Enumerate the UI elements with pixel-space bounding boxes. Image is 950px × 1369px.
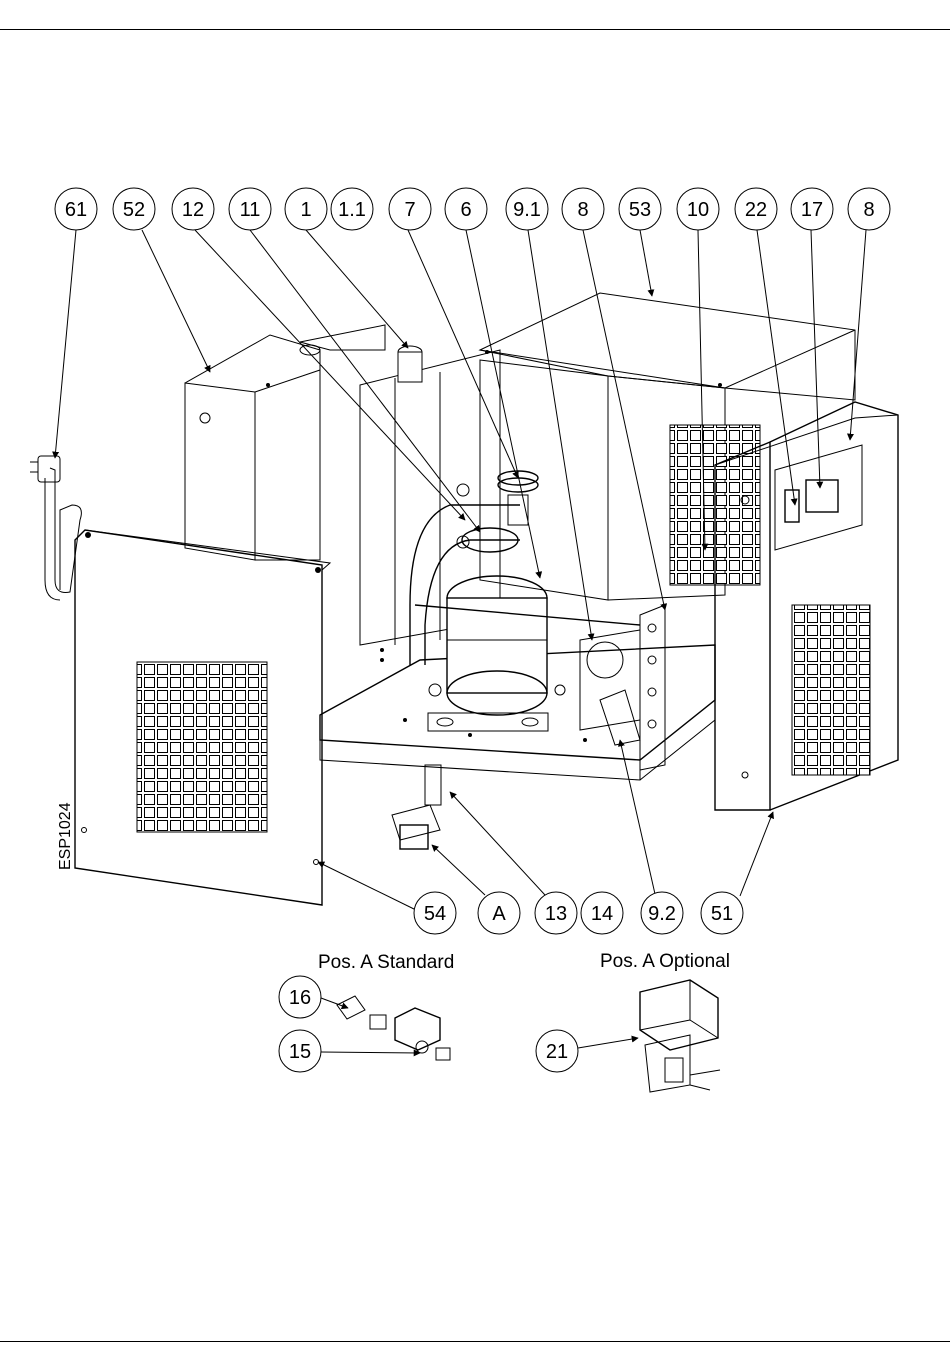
callout-22: 22 xyxy=(735,188,777,230)
callout-17: 17 xyxy=(791,188,833,230)
callout-6: 6 xyxy=(445,188,487,230)
callout-15: 15 xyxy=(279,1030,321,1072)
condenser-fan xyxy=(580,605,665,770)
callout-8-b: 8 xyxy=(848,188,890,230)
svg-text:17: 17 xyxy=(801,199,823,221)
callout-21: 21 xyxy=(536,1030,578,1072)
svg-text:22: 22 xyxy=(745,199,767,221)
svg-text:9.1: 9.1 xyxy=(513,199,541,221)
svg-text:13: 13 xyxy=(545,903,567,925)
callout-9-2: 9.2 xyxy=(641,892,683,934)
svg-text:15: 15 xyxy=(289,1041,311,1063)
svg-text:11: 11 xyxy=(240,199,261,221)
svg-text:A: A xyxy=(492,903,506,925)
svg-text:12: 12 xyxy=(182,199,204,221)
svg-text:8: 8 xyxy=(577,199,588,221)
callout-7: 7 xyxy=(389,188,431,230)
caption-standard: Pos. A Standard xyxy=(318,952,454,973)
compressor xyxy=(428,576,548,731)
svg-text:6: 6 xyxy=(460,199,471,221)
svg-text:10: 10 xyxy=(687,199,709,221)
side-panel-left xyxy=(75,530,330,905)
top-cover xyxy=(480,293,855,400)
svg-text:51: 51 xyxy=(711,903,733,925)
callout-51: 51 xyxy=(701,892,743,934)
optional-drain-detail xyxy=(640,980,720,1092)
drain-valve xyxy=(392,765,441,849)
rear-panel xyxy=(185,325,385,560)
svg-text:52: 52 xyxy=(123,199,145,221)
callout-54: 54 xyxy=(414,892,456,934)
callout-1-1: 1.1 xyxy=(331,188,373,230)
svg-text:14: 14 xyxy=(591,903,613,925)
drawing-id: ESP1024 xyxy=(57,802,74,870)
callout-1: 1 xyxy=(285,188,327,230)
svg-text:7: 7 xyxy=(404,199,415,221)
cabinet-back-wall xyxy=(480,360,760,600)
svg-text:16: 16 xyxy=(289,987,311,1009)
callout-52: 52 xyxy=(113,188,155,230)
callout-16: 16 xyxy=(279,976,321,1018)
svg-text:21: 21 xyxy=(546,1041,568,1063)
svg-text:1: 1 xyxy=(300,199,311,221)
standard-solenoid-detail xyxy=(337,996,450,1060)
callout-11: 11 xyxy=(229,188,271,230)
svg-text:8: 8 xyxy=(863,199,874,221)
callout-8-a: 8 xyxy=(562,188,604,230)
callout-A: A xyxy=(478,892,520,934)
callout-12: 12 xyxy=(172,188,214,230)
svg-text:1.1: 1.1 xyxy=(338,199,366,221)
caption-optional: Pos. A Optional xyxy=(600,951,730,972)
svg-text:54: 54 xyxy=(424,903,446,925)
power-cord xyxy=(30,456,81,600)
callout-9-1: 9.1 xyxy=(506,188,548,230)
svg-text:53: 53 xyxy=(629,199,651,221)
callout-10: 10 xyxy=(677,188,719,230)
callout-53: 53 xyxy=(619,188,661,230)
callout-13: 13 xyxy=(535,892,577,934)
svg-text:9.2: 9.2 xyxy=(648,903,676,925)
svg-text:61: 61 xyxy=(65,199,87,221)
callout-14: 14 xyxy=(581,892,623,934)
callout-61: 61 xyxy=(55,188,97,230)
